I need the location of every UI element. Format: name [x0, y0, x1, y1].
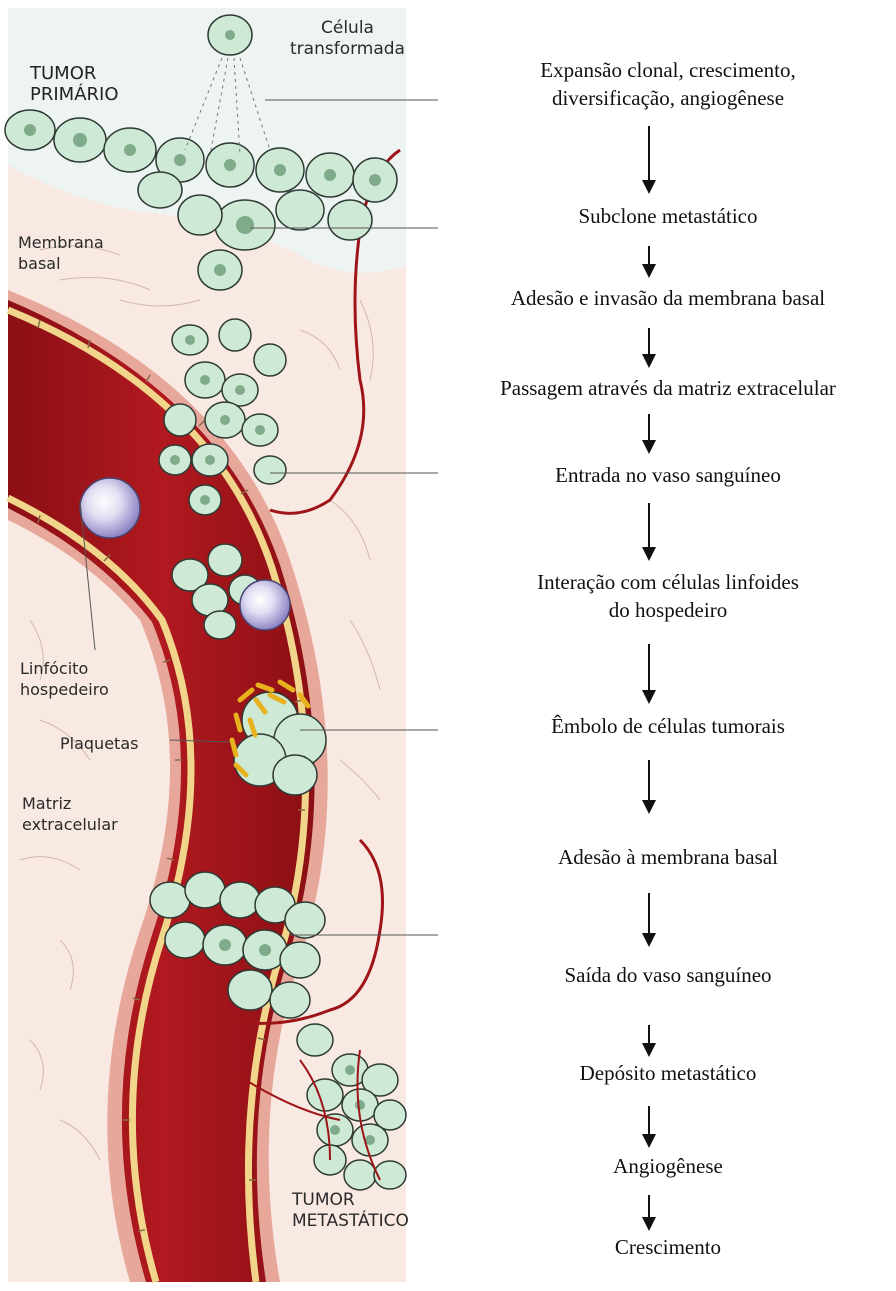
- lymphocyte-host: [80, 478, 140, 538]
- step-1: Expansão clonal, crescimento, diversific…: [440, 56, 896, 112]
- arrow-down-icon: [642, 644, 656, 704]
- step-2: Subclone metastático: [440, 202, 896, 230]
- label-host-lymphocyte: Linfócito hospedeiro: [20, 658, 109, 700]
- step-7: Êmbolo de células tumorais: [440, 712, 896, 740]
- step-5: Entrada no vaso sanguíneo: [440, 461, 896, 489]
- step-11: Angiogênese: [440, 1152, 896, 1180]
- metastasis-illustration: [0, 0, 440, 1291]
- label-transformed-cell: Célula transformada: [290, 18, 405, 60]
- arrow-down-icon: [642, 328, 656, 368]
- arrow-down-icon: [642, 246, 656, 278]
- arrow-down-icon: [642, 1025, 656, 1057]
- step-10: Depósito metastático: [440, 1059, 896, 1087]
- arrow-down-icon: [642, 414, 656, 454]
- label-platelets: Plaquetas: [60, 733, 138, 754]
- arrow-down-icon: [642, 893, 656, 947]
- arrow-down-icon: [642, 760, 656, 814]
- label-basement-membrane: Membrana basal: [18, 232, 104, 274]
- arrow-down-icon: [642, 503, 656, 561]
- step-8: Adesão à membrana basal: [440, 843, 896, 871]
- arrow-down-icon: [642, 1106, 656, 1148]
- step-9: Saída do vaso sanguíneo: [440, 961, 896, 989]
- step-12: Crescimento: [440, 1233, 896, 1261]
- arrow-down-icon: [642, 126, 656, 194]
- label-extracellular-matrix: Matriz extracelular: [22, 793, 118, 835]
- label-metastatic-tumor: TUMOR METASTÁTICO: [292, 1190, 409, 1232]
- step-3: Adesão e invasão da membrana basal: [440, 284, 896, 312]
- lymphocyte-cluster: [240, 580, 290, 630]
- arrow-down-icon: [642, 1195, 656, 1231]
- step-6: Interação com células linfoides do hospe…: [440, 568, 896, 624]
- label-primary-tumor: TUMOR PRIMÁRIO: [30, 63, 119, 105]
- step-4: Passagem através da matriz extracelular: [440, 374, 896, 402]
